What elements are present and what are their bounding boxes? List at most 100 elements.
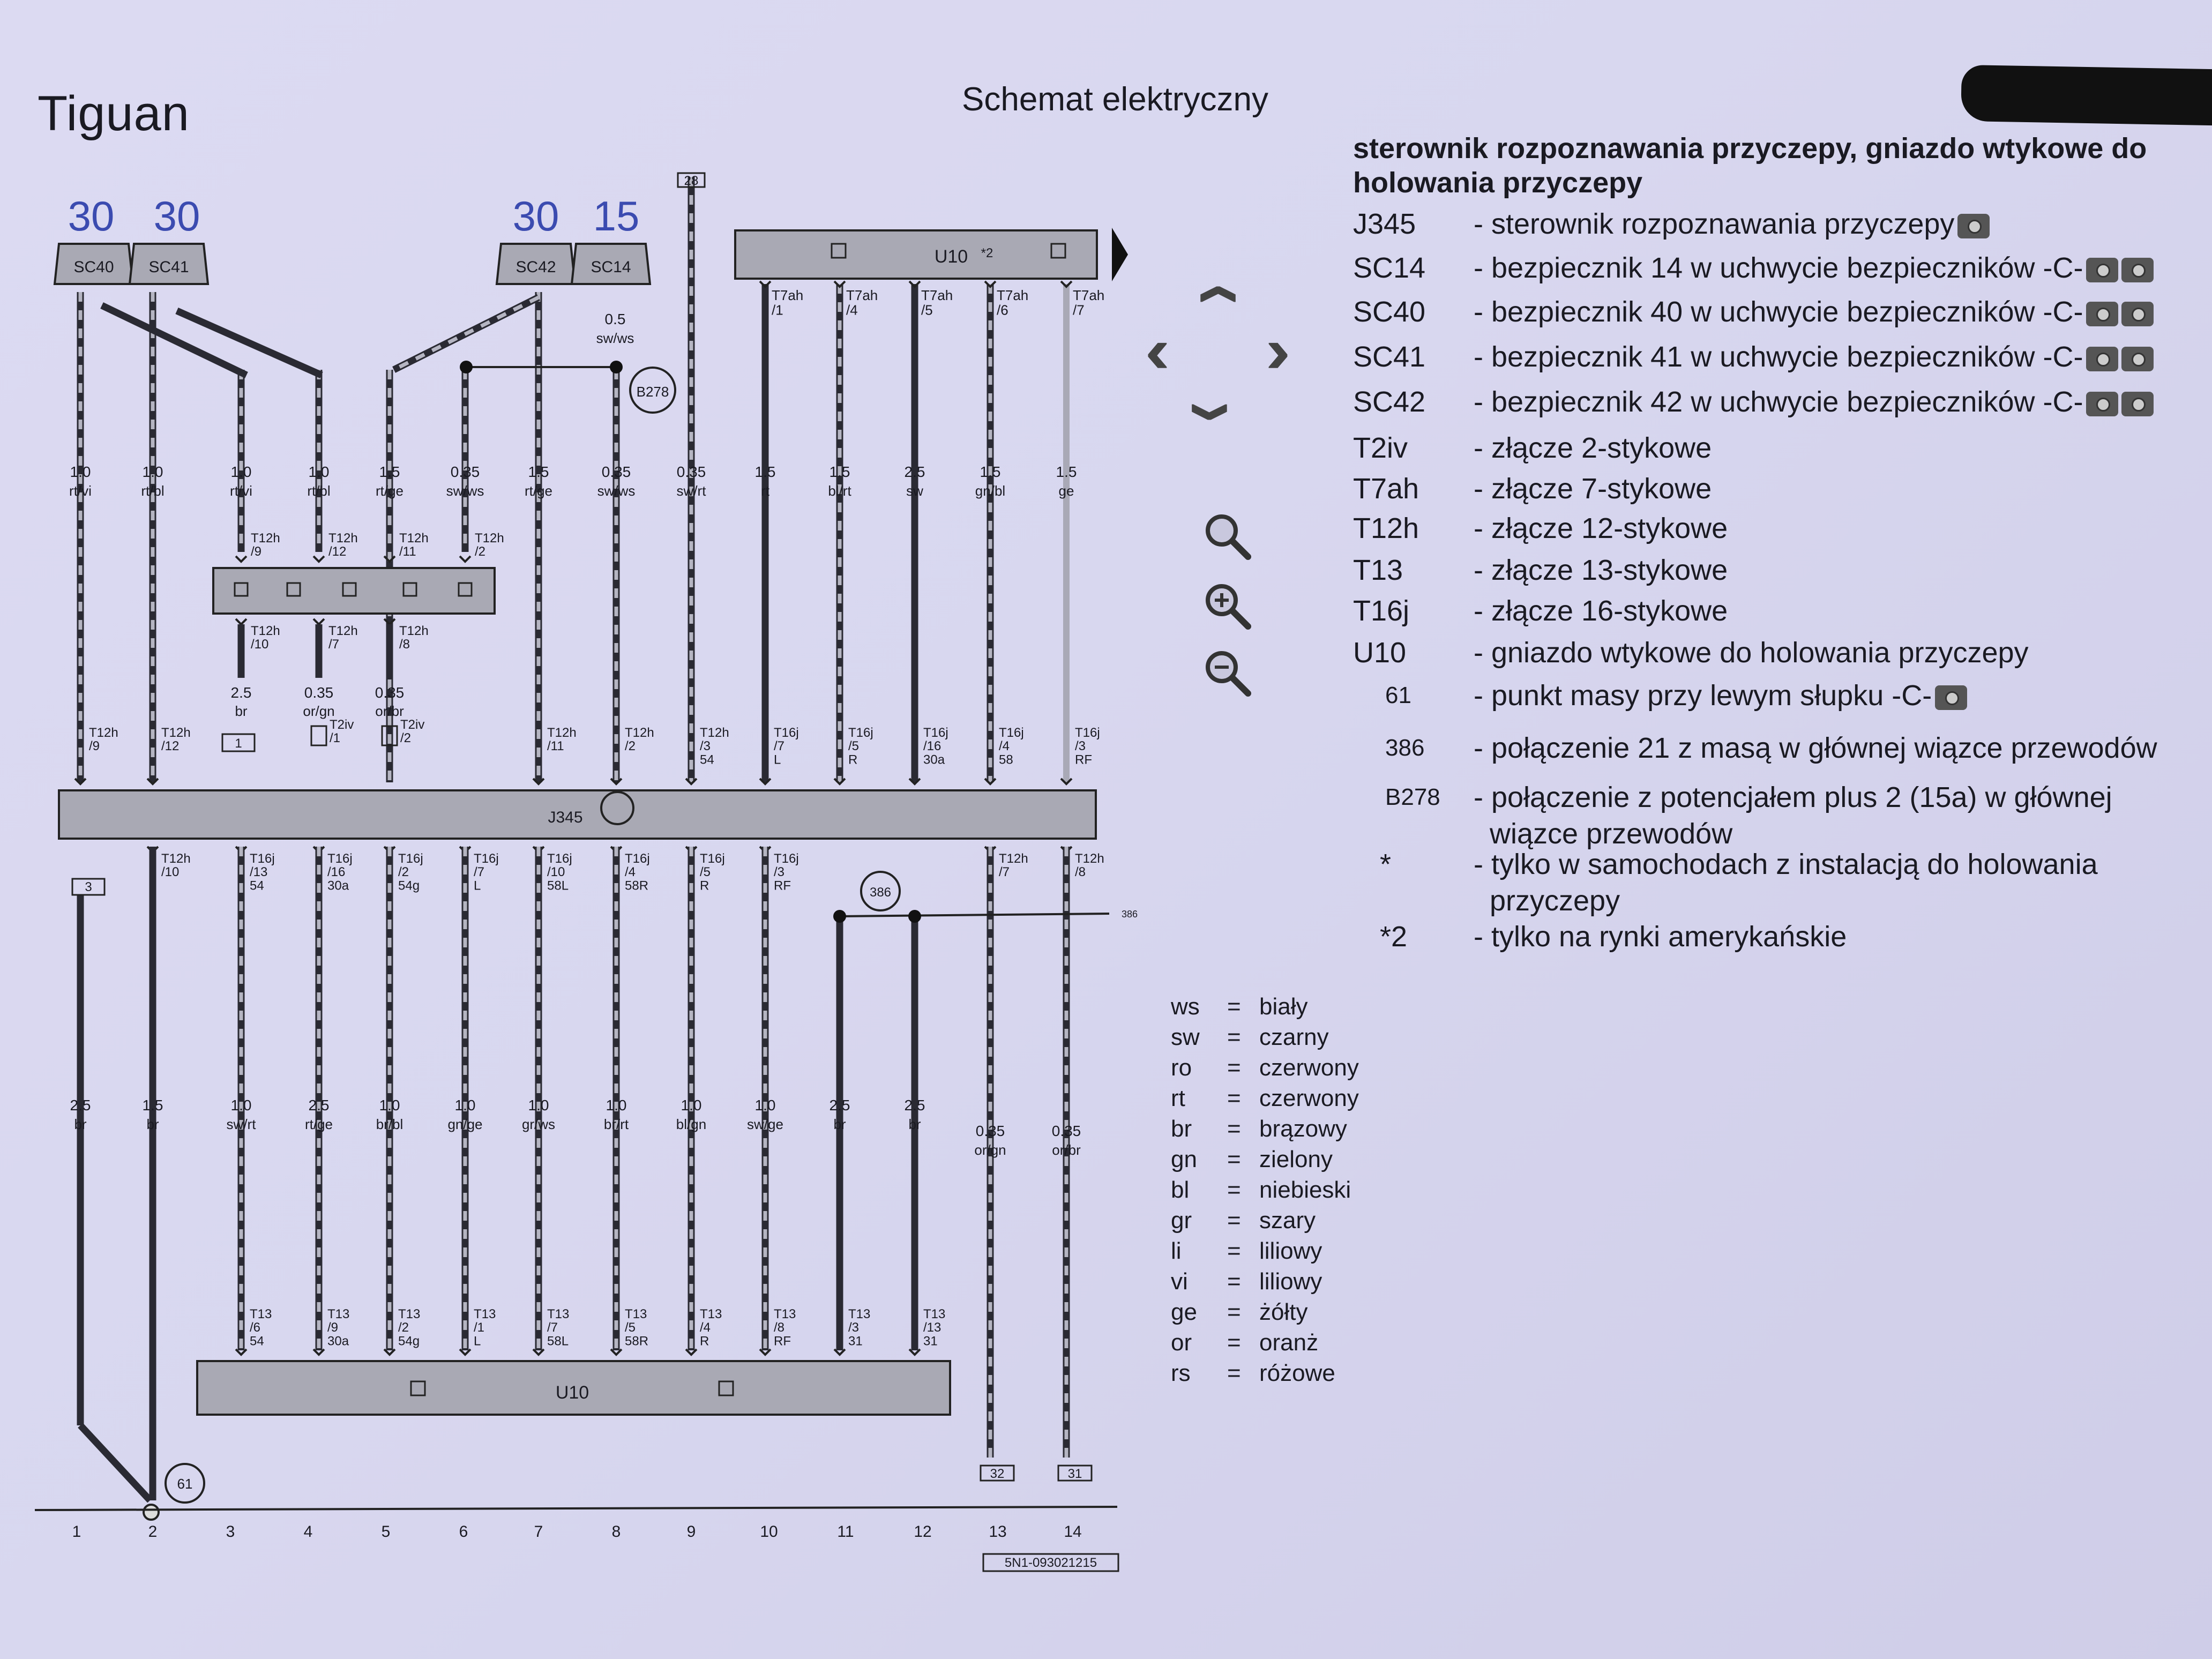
camera-icon[interactable] xyxy=(2121,257,2154,282)
pin-arrow xyxy=(833,280,846,288)
pin-label: T2iv/1 xyxy=(330,718,354,745)
bottom-u10-label: U10 xyxy=(556,1382,589,1403)
camera-icon[interactable] xyxy=(2121,391,2154,416)
chevron-left-icon[interactable]: ‹ xyxy=(1145,315,1170,386)
wire-color-label: ge xyxy=(1059,483,1074,499)
camera-icon[interactable] xyxy=(1957,213,1990,238)
chevron-down-icon[interactable]: › xyxy=(1166,401,1267,423)
zoom-out-icon[interactable] xyxy=(1203,648,1251,697)
handwritten-note: 30 xyxy=(68,192,115,240)
wire-color-label: sw xyxy=(906,483,923,499)
wire-color-label: sw/rt xyxy=(227,1116,257,1132)
column-number: 8 xyxy=(612,1523,621,1541)
color-code-nm: liliowy xyxy=(1259,1238,1322,1264)
zoom-in-icon[interactable] xyxy=(1203,581,1251,630)
plug-symbol-icon xyxy=(1050,243,1066,259)
color-code-ab: or xyxy=(1171,1329,1192,1356)
camera-icon[interactable] xyxy=(1935,685,1968,710)
legend-desc: - bezpiecznik 40 w uchwycie bezpiecznikó… xyxy=(1474,292,2154,332)
camera-icon[interactable] xyxy=(2086,301,2119,326)
top-plug-note: *2 xyxy=(981,246,993,260)
color-code-ab: br xyxy=(1171,1116,1192,1142)
t2iv-connector xyxy=(381,725,398,746)
fuse-label: SC40 xyxy=(73,258,114,276)
column-number: 10 xyxy=(760,1523,778,1541)
camera-icon[interactable] xyxy=(2086,391,2119,416)
wire-size-label: 1.0 xyxy=(143,464,163,480)
column-number: 5 xyxy=(382,1523,391,1541)
pin-arrow xyxy=(908,1348,921,1356)
wire-size-label: 1.5 xyxy=(755,464,776,480)
plug-symbol-icon xyxy=(718,1380,734,1396)
legend-code: T16j xyxy=(1353,595,1410,627)
pin-label: T12h/12 xyxy=(161,726,191,753)
column-number: 11 xyxy=(837,1523,854,1541)
wire-color-label: or/br xyxy=(1052,1142,1081,1158)
fuse-sc14 xyxy=(570,243,652,285)
chevron-right-icon[interactable]: › xyxy=(1265,315,1291,386)
wire-size-label: 2.5 xyxy=(309,1097,330,1114)
color-code-eq: = xyxy=(1227,1177,1241,1203)
legend-code: U10 xyxy=(1353,637,1407,669)
splice-node xyxy=(833,910,846,923)
j345-label: J345 xyxy=(548,809,582,826)
control-unit-j345 xyxy=(58,789,1097,840)
pin-arrow xyxy=(984,778,997,786)
legend-heading: sterownik rozpoznawania przyczepy, gniaz… xyxy=(1353,132,2147,199)
pin-label: T12h/11 xyxy=(547,726,577,753)
legend-code: T7ah xyxy=(1353,473,1419,505)
color-code-eq: = xyxy=(1227,1024,1241,1050)
pin-label: T7ah/7 xyxy=(1073,287,1104,318)
legend-code: 386 xyxy=(1385,735,1425,761)
column-number: 2 xyxy=(148,1523,158,1541)
column-number: 1 xyxy=(72,1523,81,1541)
pin-arrow xyxy=(1060,778,1073,786)
camera-icon[interactable] xyxy=(2086,346,2119,371)
pin-arrow xyxy=(383,1348,396,1356)
pin-arrow xyxy=(759,778,772,786)
color-code-nm: zielony xyxy=(1259,1146,1333,1172)
splice-node xyxy=(908,910,921,923)
column-number: 7 xyxy=(534,1523,543,1541)
pin-arrow xyxy=(383,555,396,563)
pin-label: T12h/7 xyxy=(328,624,358,652)
legend-code: B278 xyxy=(1385,784,1440,810)
pin-arrow xyxy=(685,1348,698,1356)
color-code-nm: czerwony xyxy=(1259,1055,1359,1081)
legend-code: T2iv xyxy=(1353,432,1408,464)
column-number: 12 xyxy=(914,1523,931,1541)
camera-icon[interactable] xyxy=(2121,346,2154,371)
wire-color-label: or/br xyxy=(375,703,404,719)
wire-color-label: rt/ge xyxy=(305,1116,333,1132)
pin-arrow xyxy=(759,1348,772,1356)
color-code-ab: gr xyxy=(1171,1207,1192,1234)
pin-arrow xyxy=(532,1348,545,1356)
legend-code: * xyxy=(1380,848,1392,880)
color-code-ab: rt xyxy=(1171,1085,1185,1111)
camera-icon[interactable] xyxy=(2086,257,2119,282)
wire-size-label: 0.5 xyxy=(605,311,626,327)
camera-icon[interactable] xyxy=(2121,301,2154,326)
wire-size-label: 1.0 xyxy=(231,1097,252,1114)
pin-arrow xyxy=(1060,280,1073,288)
legend-desc: - złącze 2-stykowe xyxy=(1474,432,1712,464)
zoom-icon[interactable] xyxy=(1203,512,1251,560)
pin-arrow xyxy=(146,778,159,786)
wire-size-label: 1.5 xyxy=(1056,464,1077,480)
pin-arrow xyxy=(459,1348,472,1356)
pin-arrow xyxy=(833,1348,846,1356)
doc-code: 5N1-093021215 xyxy=(1005,1556,1097,1570)
wire-size-label: 1.0 xyxy=(455,1097,476,1114)
chevron-up-icon[interactable]: › xyxy=(1161,283,1261,305)
color-code-eq: = xyxy=(1227,1299,1241,1325)
color-code-eq: = xyxy=(1227,993,1241,1020)
